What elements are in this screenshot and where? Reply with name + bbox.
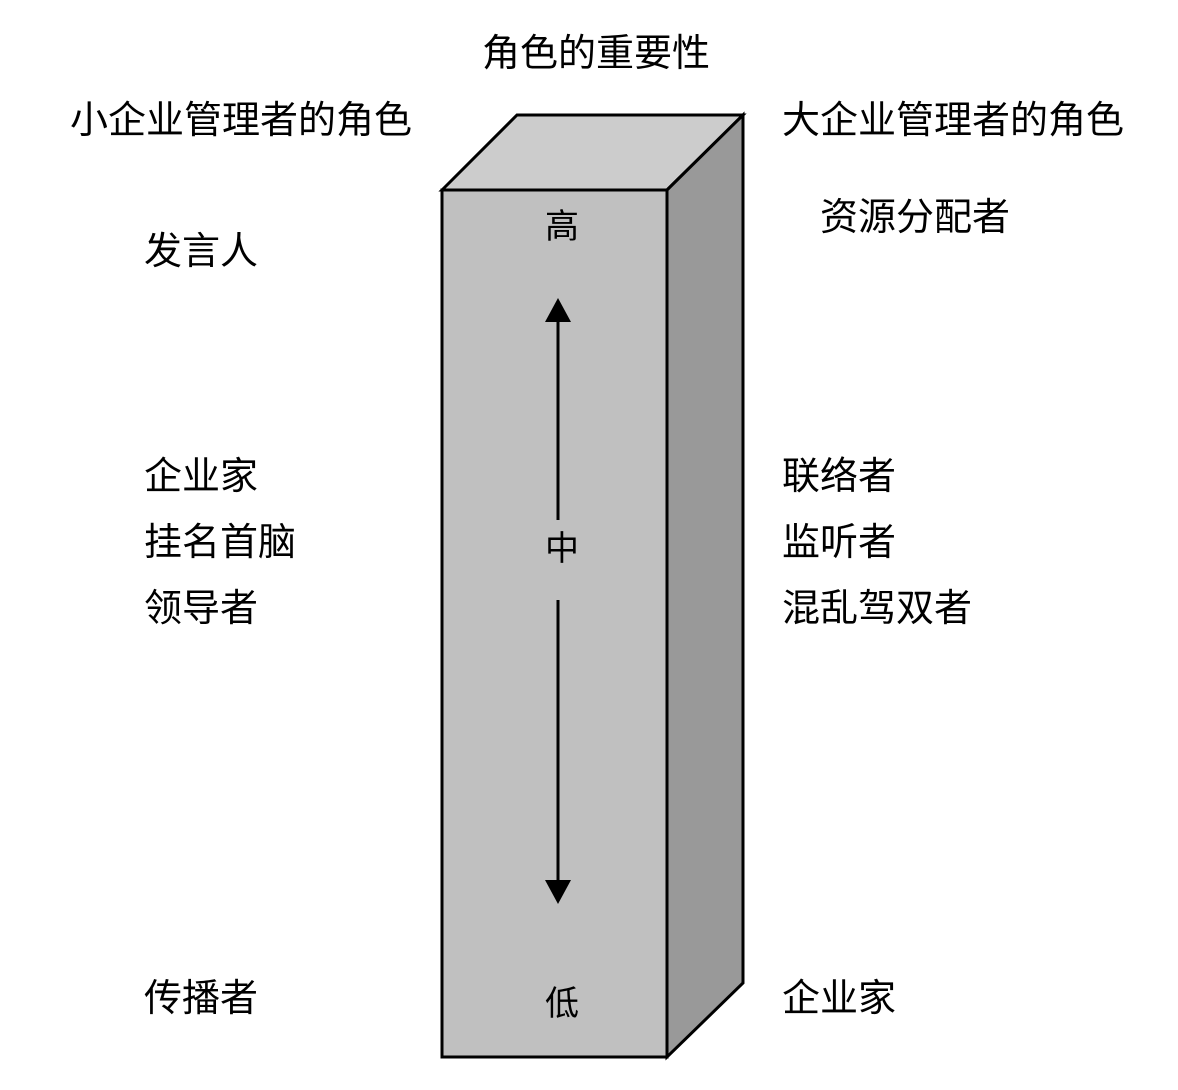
large-business-role: 混乱驾双者 xyxy=(782,586,973,630)
importance-high-label: 高 xyxy=(545,207,579,247)
large-business-role: 联络者 xyxy=(782,454,897,498)
upward-arrowhead xyxy=(545,298,571,322)
large-business-role: 资源分配者 xyxy=(820,195,1011,239)
column-front-face xyxy=(440,188,669,1059)
small-business-role: 挂名首脑 xyxy=(144,520,297,564)
large-business-role: 监听者 xyxy=(782,520,897,564)
small-business-role: 发言人 xyxy=(144,229,259,273)
importance-medium-label: 中 xyxy=(545,529,579,569)
small-business-role: 传播者 xyxy=(144,976,259,1020)
column-side-face xyxy=(665,111,745,1061)
downward-arrowhead xyxy=(545,880,571,904)
small-business-heading: 小企业管理者的角色 xyxy=(70,98,413,142)
importance-low-label: 低 xyxy=(545,984,579,1024)
diagram-title: 角色的重要性 xyxy=(482,31,711,75)
small-business-role: 领导者 xyxy=(144,586,259,630)
large-business-role: 企业家 xyxy=(782,976,897,1020)
large-business-heading: 大企业管理者的角色 xyxy=(782,98,1125,142)
small-business-role: 企业家 xyxy=(144,454,259,498)
